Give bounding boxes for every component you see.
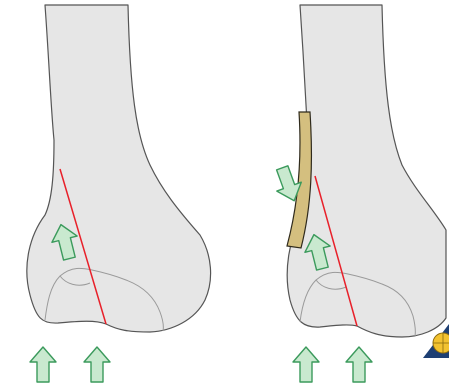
left-up-arrow-2 [84,347,110,382]
left-up-arrow-1 [30,347,56,382]
right-femur [270,5,449,382]
left-femur [27,5,211,382]
right-up-arrow-2 [346,347,372,382]
right-up-arrow-1 [293,347,319,382]
roller [433,333,449,353]
